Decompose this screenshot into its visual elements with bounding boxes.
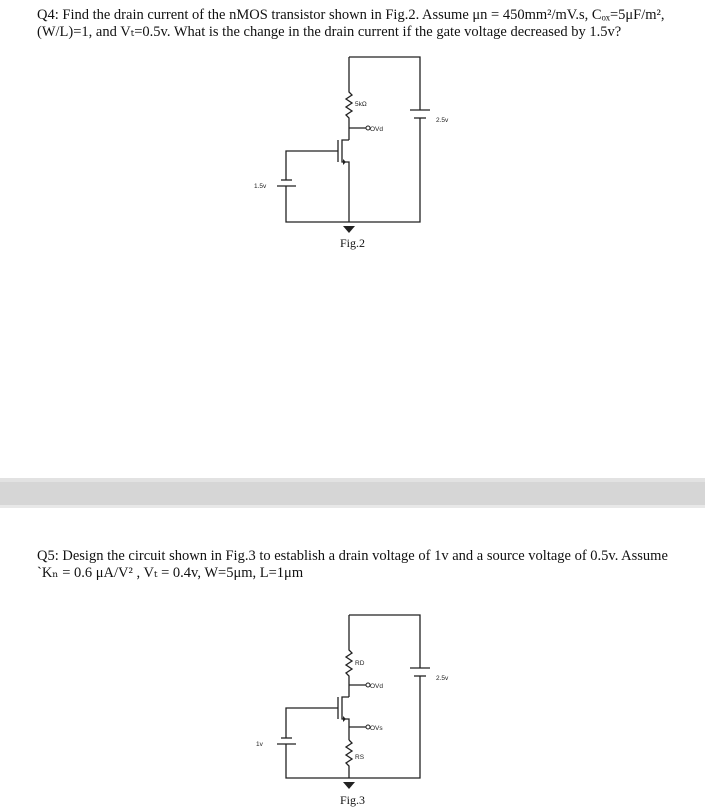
fig3-source-resistor-label: RS xyxy=(355,754,365,761)
fig2-nmos-transistor xyxy=(285,139,350,222)
fig3-drain-resistor xyxy=(344,615,354,697)
fig2-supply-label: 2.5v xyxy=(436,117,449,124)
fig2-gate-source-label: 1.5v xyxy=(254,183,267,190)
fig2-resistor-label: 5kΩ xyxy=(355,101,367,108)
page-divider-top xyxy=(0,478,705,482)
fig2-supply-battery xyxy=(410,109,430,119)
fig3-supply-label: 2.5v xyxy=(436,675,449,682)
fig3-source-resistor xyxy=(344,739,354,778)
page-divider-bottom xyxy=(0,505,705,508)
question-5: Q5: Design the circuit shown in Fig.3 to… xyxy=(37,548,692,582)
fig3-drain-node-label: OVd xyxy=(370,683,383,690)
figure-2: 5kΩ OVd 2.5v 1.5v Fig.2 xyxy=(254,56,449,250)
q4-line-2: (W/L)=1, and Vₜ=0.5v. What is the change… xyxy=(37,24,622,40)
fig3-nmos-transistor xyxy=(285,696,350,740)
q5-line-1: Q5: Design the circuit shown in Fig.3 to… xyxy=(37,548,668,564)
q4-line-1: Q4: Find the drain current of the nMOS t… xyxy=(37,7,665,23)
q5-line-2: `Kₙ = 0.6 μA/V² , Vₜ = 0.4v, W=5μm, L=1μ… xyxy=(37,565,304,581)
fig3-caption: Fig.3 xyxy=(340,793,365,807)
fig2-drain-resistor xyxy=(344,57,354,140)
fig3-supply-battery xyxy=(410,667,430,677)
fig3-gate-source-label: 1v xyxy=(256,741,264,748)
page-divider xyxy=(0,482,705,505)
fig3-gate-battery xyxy=(277,737,296,745)
fig2-gate-battery xyxy=(277,179,296,187)
fig3-ground-arrow xyxy=(343,782,355,789)
fig3-source-node-label: OVs xyxy=(370,725,383,732)
fig3-drain-resistor-label: RD xyxy=(355,660,365,667)
fig2-ground-arrow xyxy=(343,226,355,233)
figure-3: RD OVd OVs RS 2.5v 1v Fig.3 xyxy=(256,614,449,807)
fig2-drain-node-label: OVd xyxy=(370,126,383,133)
fig2-caption: Fig.2 xyxy=(340,236,365,250)
question-4: Q4: Find the drain current of the nMOS t… xyxy=(37,7,692,41)
